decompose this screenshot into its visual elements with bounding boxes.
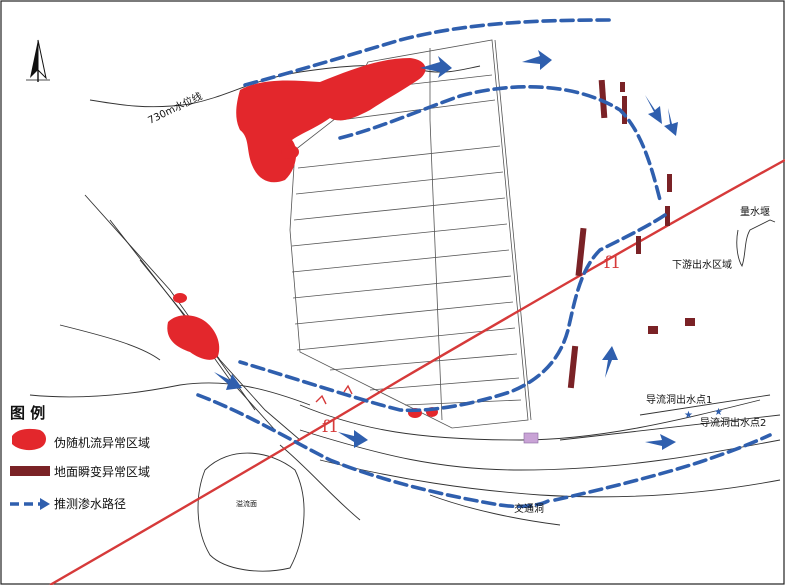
fault-label-left: f1 [322,417,339,437]
north-arrow-icon [26,39,50,82]
arrow-icon [338,430,368,448]
gauge-weir-outline [736,219,776,267]
red-blob-icon [12,428,46,451]
fault-ticks [315,384,353,405]
outflow-markers: ★ ★ [684,407,723,421]
water-level-line [89,65,481,108]
brown-bar-icon [10,466,50,476]
water-level-label: 730m水位线 [146,89,205,126]
tailwater-label: 下游出水区域 [672,258,732,271]
arrow-icon [420,56,452,78]
star-icon: ★ [684,410,693,421]
seepage-arrows [214,50,678,450]
arrow-icon [664,108,678,136]
dam-grid [289,39,532,429]
fault-label-right: f1 [604,253,621,273]
arrow-icon [214,372,242,390]
seepage-routes [196,18,772,509]
transient-brown-zones [567,79,695,389]
block-label: 溢流面 [236,499,257,508]
gauge-label: 量水堰 [740,206,770,218]
outflow1-label: 导流洞出水点1 [646,393,712,406]
arrow-icon [522,50,552,70]
arrow-icon [645,434,676,450]
junction-marker [523,432,539,444]
spillway-block [197,452,305,572]
arrow-icon [602,346,618,378]
arrow-icon [645,95,662,124]
junction-label: 交通洞 [514,502,544,515]
legend-title: 图 例 [10,404,45,422]
legend-item-brown-label: 地面瞬变异常区域 [54,464,150,479]
blue-dashed-arrow-icon [10,498,50,510]
fault-line-f1 [49,158,785,585]
legend: 图 例 伪随机流异常区域 地面瞬变异常区域 推测渗水路径 [10,404,150,511]
outflow2-label: 导流洞出水点2 [700,416,766,429]
star-icon: ★ [714,407,723,418]
legend-item-blue-label: 推测渗水路径 [54,496,126,511]
legend-item-red-label: 伪随机流异常区域 [54,435,150,450]
